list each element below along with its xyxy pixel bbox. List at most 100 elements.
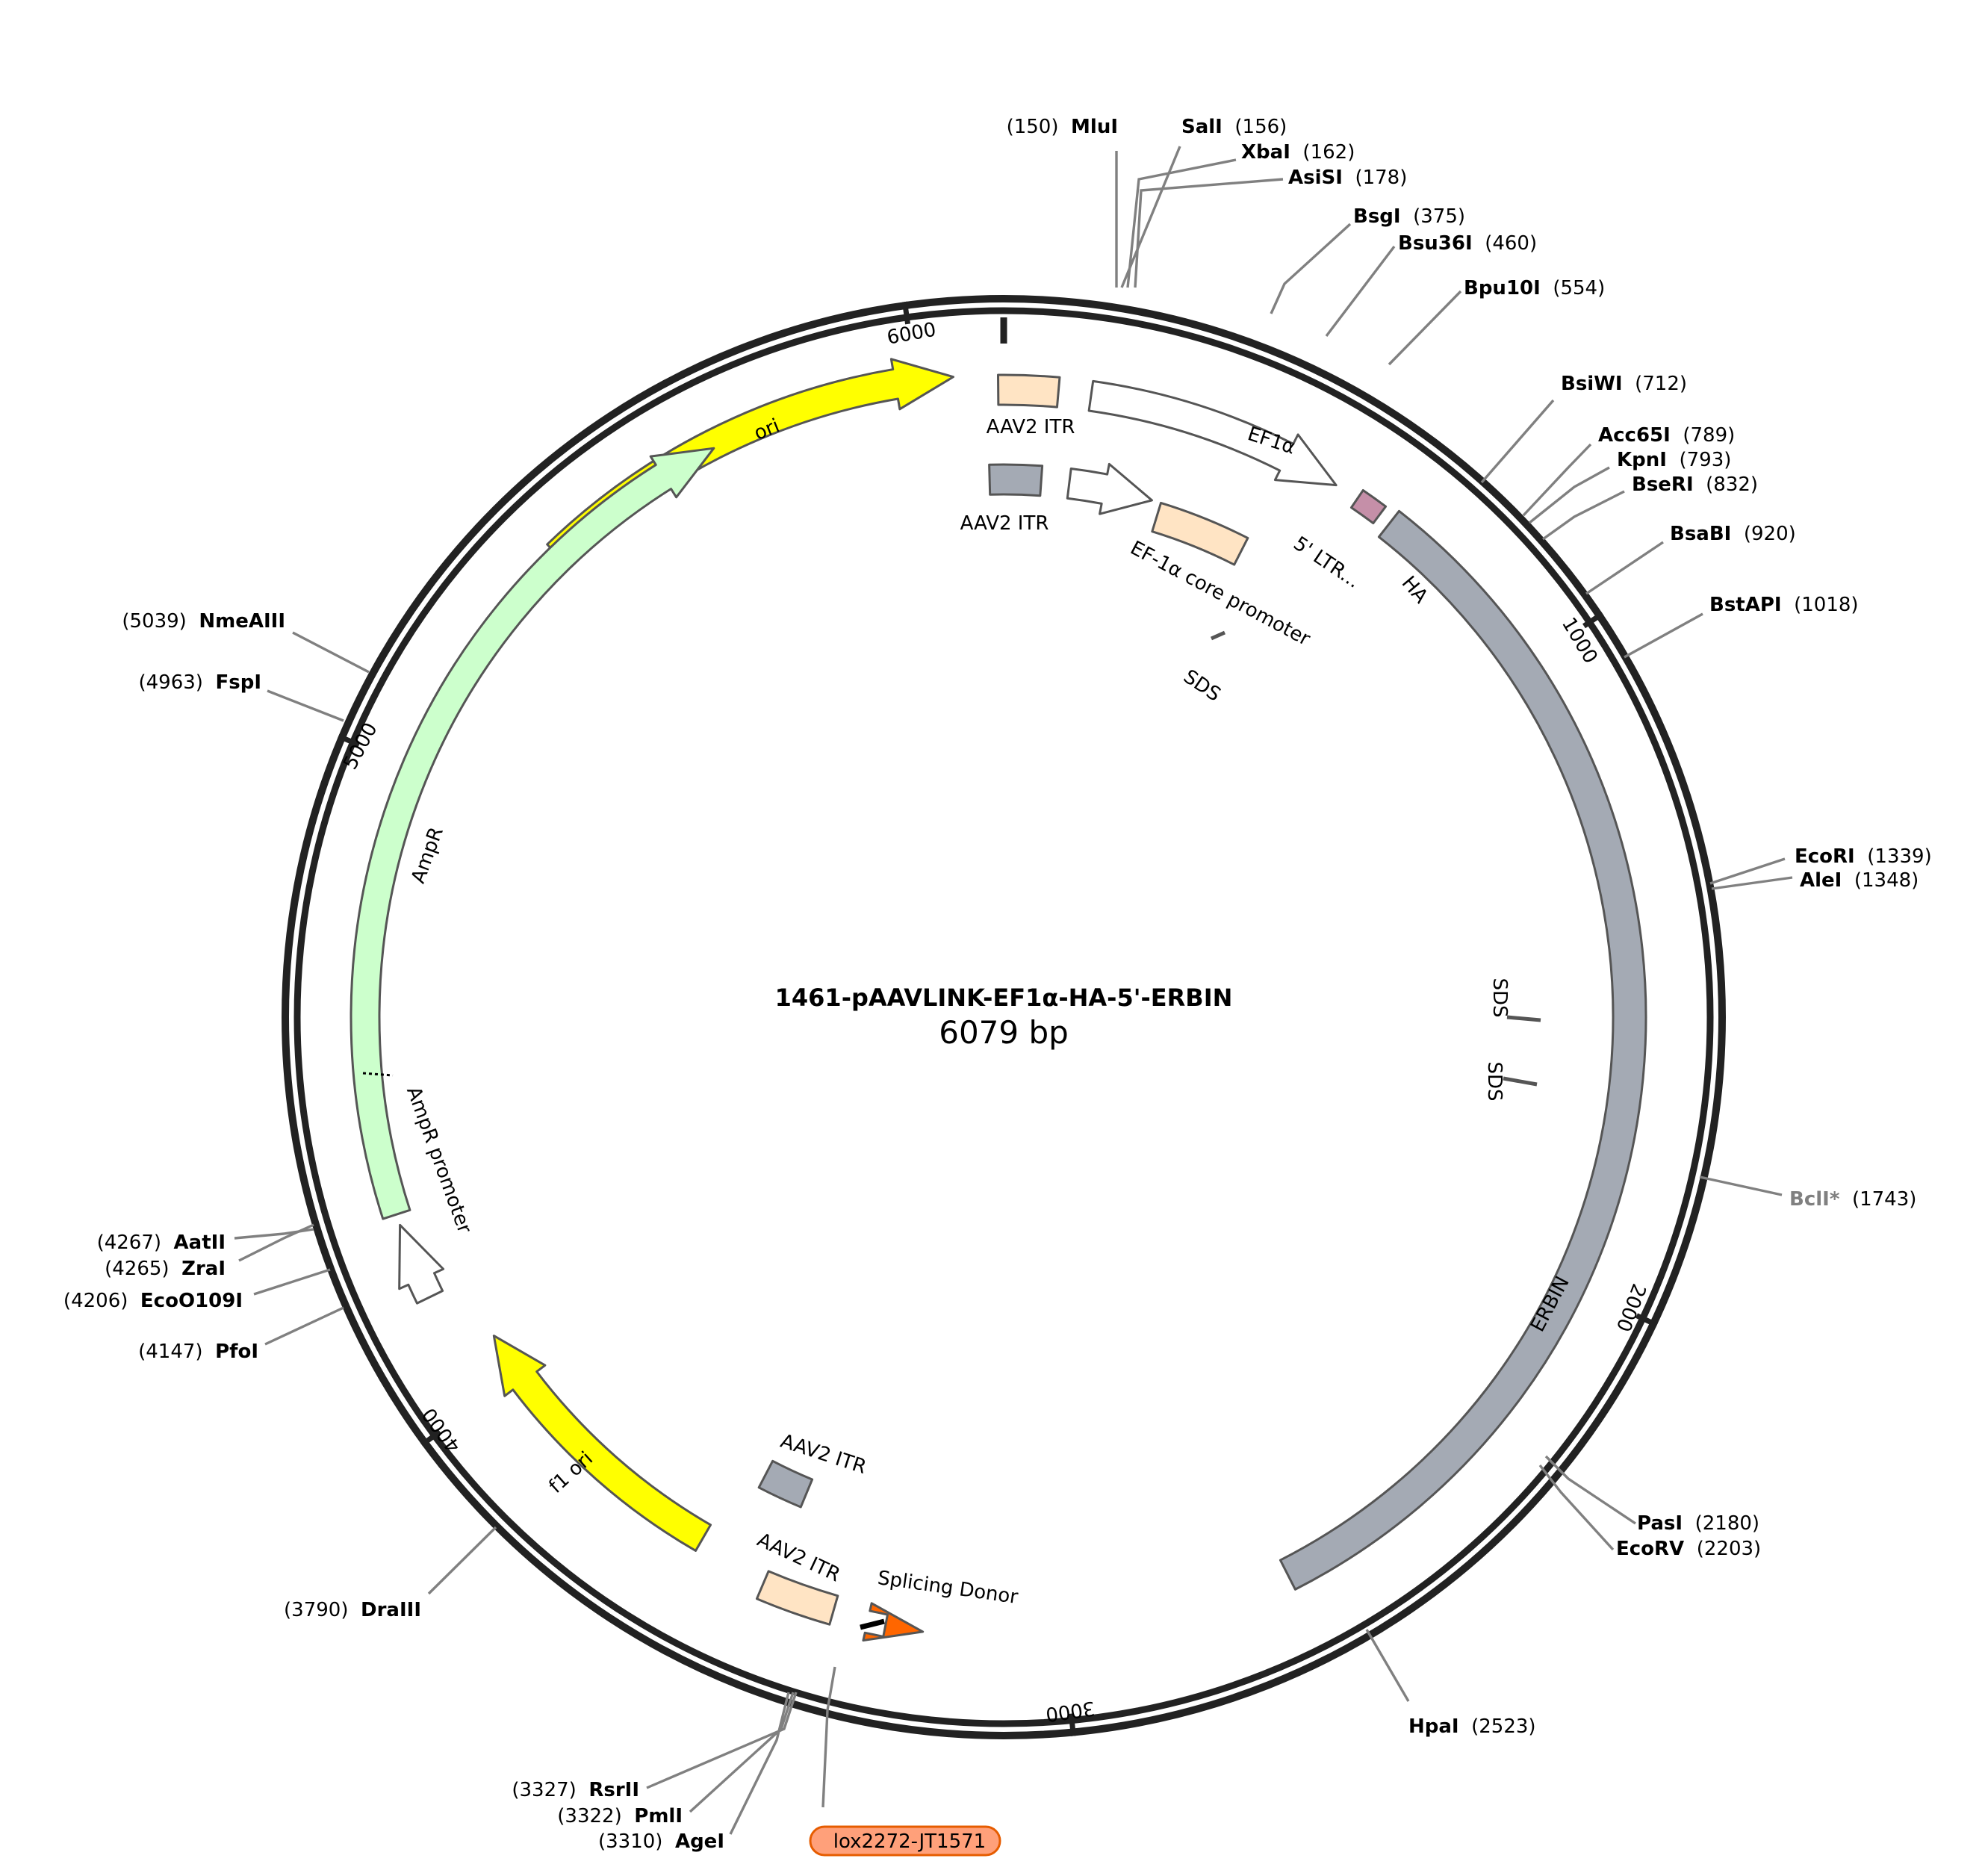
site-leader-pfoi xyxy=(264,1306,344,1346)
site-label-rsrii[interactable]: (3327) RsrII xyxy=(512,1779,639,1801)
site-name: AleI xyxy=(1800,869,1842,892)
plasmid-name: 1461-pAAVLINK-EF1α-HA-5'-ERBIN xyxy=(775,984,1233,1012)
feature-f1-ori[interactable] xyxy=(492,1335,712,1552)
feature-ef1[interactable] xyxy=(1087,379,1338,487)
site-leaders xyxy=(234,146,1793,1835)
site-name: HpaI xyxy=(1408,1715,1459,1738)
site-leader-fspi xyxy=(267,689,344,722)
site-label-bsgi[interactable]: BsgI (375) xyxy=(1353,205,1465,228)
feature-aav2-itr[interactable] xyxy=(757,1459,814,1509)
site-label-alei[interactable]: AleI (1348) xyxy=(1800,869,1919,892)
site-position: (2203) xyxy=(1684,1538,1761,1560)
site-label-bstapi[interactable]: BstAPI (1018) xyxy=(1709,594,1859,616)
site-name: BsiWI xyxy=(1561,373,1623,395)
site-label-ecori[interactable]: EcoRI (1339) xyxy=(1795,845,1932,868)
site-label-mlui[interactable]: (150) MluI xyxy=(1007,116,1118,138)
site-label-bseri[interactable]: BseRI (832) xyxy=(1632,473,1758,496)
map-title: 1461-pAAVLINK-EF1α-HA-5'-ERBIN 6079 bp xyxy=(775,984,1233,1051)
ruler-tick-label: 1000 xyxy=(1557,614,1602,668)
feature-ef-1-core-promoter[interactable] xyxy=(1066,462,1153,515)
feature-lox2272-jt1571[interactable]: lox2272-JT1571 xyxy=(809,1666,1001,1857)
site-position: (375) xyxy=(1401,205,1465,228)
site-position: (920) xyxy=(1731,523,1795,545)
site-leader-hpai xyxy=(1365,1629,1410,1702)
site-position: (3790) xyxy=(284,1599,361,1621)
site-label-sali[interactable]: SalI (156) xyxy=(1181,116,1287,138)
site-label-pasi[interactable]: PasI (2180) xyxy=(1637,1512,1759,1535)
feature-label-ampr: AmpR xyxy=(407,824,448,886)
site-leader-alei xyxy=(1711,876,1793,890)
feature-ha[interactable] xyxy=(1349,489,1388,525)
site-name: XbaI xyxy=(1241,141,1290,164)
site-label-bcli[interactable]: BclI* (1743) xyxy=(1789,1188,1916,1211)
site-leader-pmli xyxy=(689,1692,795,1813)
site-position: (162) xyxy=(1290,141,1355,164)
site-label-pfoi[interactable]: (4147) PfoI xyxy=(138,1341,258,1363)
site-label-hpai[interactable]: HpaI (2523) xyxy=(1408,1715,1536,1738)
site-position: (178) xyxy=(1343,167,1407,189)
site-position: (150) xyxy=(1007,116,1071,138)
site-name: Bsu36I xyxy=(1398,232,1473,255)
site-name: MluI xyxy=(1071,116,1118,138)
site-name: PasI xyxy=(1637,1512,1683,1535)
site-label-draiii[interactable]: (3790) DraIII xyxy=(284,1599,421,1621)
site-position: (4267) xyxy=(97,1231,174,1254)
site-leader-aatii xyxy=(234,1228,314,1240)
site-position: (3322) xyxy=(557,1805,634,1827)
feature-aav2-itr[interactable] xyxy=(755,1570,839,1626)
feature-label-aav2-itr: AAV2 ITR xyxy=(960,512,1049,535)
feature-label-ampr-promoter: AmpR promoter xyxy=(402,1084,476,1237)
site-label-aatii[interactable]: (4267) AatII xyxy=(97,1231,226,1254)
site-position: (2523) xyxy=(1459,1715,1536,1738)
site-position: (4265) xyxy=(105,1258,181,1280)
site-leader-xbai xyxy=(1126,158,1237,288)
site-leader-bseri xyxy=(1542,490,1625,541)
site-label-ecorv[interactable]: EcoRV (2203) xyxy=(1616,1538,1761,1560)
site-label-fspi[interactable]: (4963) FspI xyxy=(138,671,261,694)
feature-5-ltr[interactable] xyxy=(1151,501,1249,566)
site-label-agei[interactable]: (3310) AgeI xyxy=(598,1830,724,1853)
site-leader-bsu36i xyxy=(1325,245,1396,338)
site-position: (4206) xyxy=(63,1290,140,1312)
feature-mark-sds xyxy=(1210,630,1226,641)
site-name: BclI* xyxy=(1789,1188,1840,1211)
site-position: (5039) xyxy=(122,610,199,633)
site-name: BseRI xyxy=(1632,473,1694,496)
site-label-bsabi[interactable]: BsaBI (920) xyxy=(1670,523,1796,545)
site-position: (712) xyxy=(1623,373,1687,395)
site-leader-draiii xyxy=(427,1526,497,1595)
ruler-tick xyxy=(1068,1713,1076,1736)
site-label-bsiwi[interactable]: BsiWI (712) xyxy=(1561,373,1687,395)
site-label-acc65i[interactable]: Acc65I (789) xyxy=(1598,424,1735,447)
site-name: FspI xyxy=(215,671,261,694)
feature-mark-sds xyxy=(1506,1015,1541,1022)
site-label-asisi[interactable]: AsiSI (178) xyxy=(1288,167,1407,189)
site-position: (1018) xyxy=(1782,594,1859,616)
site-position: (2180) xyxy=(1683,1512,1759,1535)
feature-ampr[interactable] xyxy=(350,447,715,1220)
site-position: (1348) xyxy=(1842,869,1919,892)
feature-label: lox2272-JT1571 xyxy=(833,1830,986,1853)
site-leader-asisi xyxy=(1134,178,1284,288)
site-leader-agei xyxy=(729,1692,790,1835)
site-label-nmeaiii[interactable]: (5039) NmeAIII xyxy=(122,610,285,633)
site-name: AgeI xyxy=(675,1830,724,1853)
site-label-ecoo109i[interactable]: (4206) EcoO109I xyxy=(63,1290,243,1312)
site-label-zrai[interactable]: (4265) ZraI xyxy=(105,1258,226,1280)
feature-splicing-donor[interactable] xyxy=(862,1602,925,1642)
site-label-bpu10i[interactable]: Bpu10I (554) xyxy=(1464,277,1605,299)
site-label-pmli[interactable]: (3322) PmlI xyxy=(557,1805,683,1827)
feature-ampr-promoter[interactable] xyxy=(398,1223,445,1305)
site-name: Acc65I xyxy=(1598,424,1671,447)
site-label-kpni[interactable]: KpnI (793) xyxy=(1617,449,1731,471)
feature-aav2-itr[interactable] xyxy=(997,373,1061,409)
site-label-xbai[interactable]: XbaI (162) xyxy=(1241,141,1355,164)
feature-aav2-itr[interactable] xyxy=(988,463,1044,497)
site-name: BstAPI xyxy=(1709,594,1782,616)
site-leader-ecorv xyxy=(1538,1464,1615,1551)
site-leader-nmeaiii xyxy=(292,631,370,674)
site-position: (554) xyxy=(1541,277,1605,299)
feature-erbin[interactable] xyxy=(1279,509,1647,1591)
site-label-bsu36i[interactable]: Bsu36I (460) xyxy=(1398,232,1537,255)
